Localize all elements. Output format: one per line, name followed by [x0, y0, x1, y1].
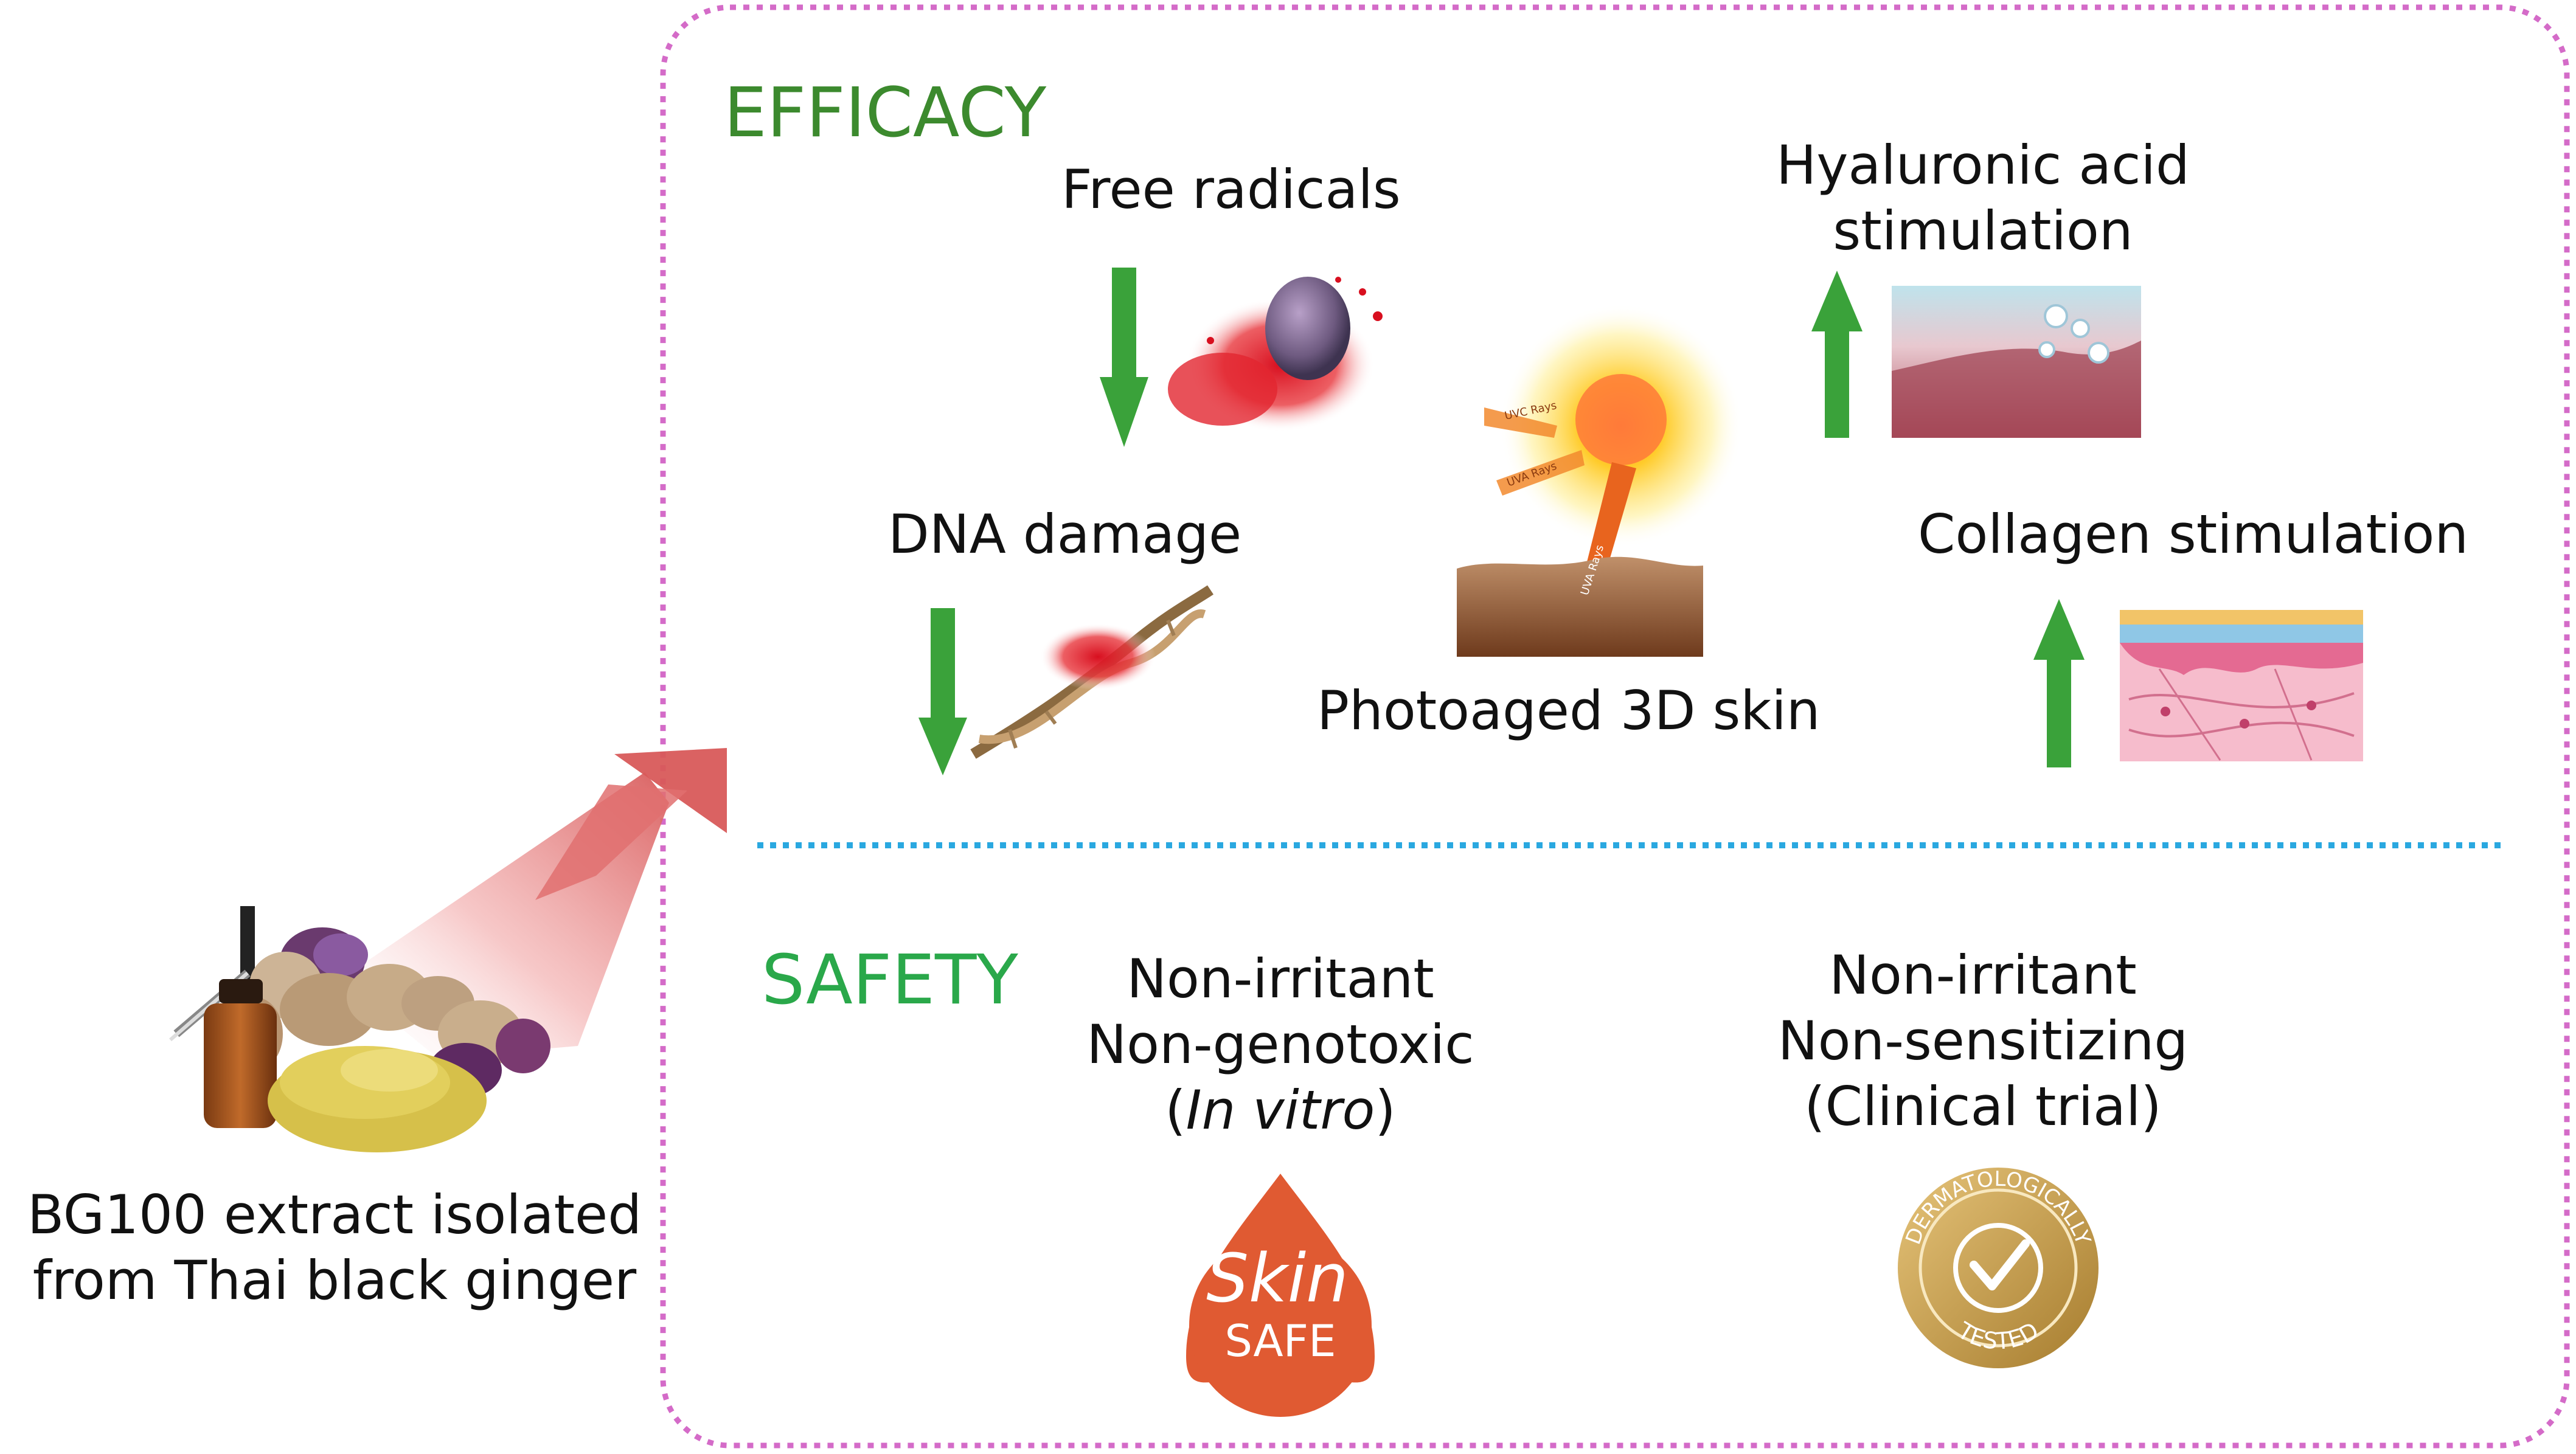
free-radicals-label: Free radicals — [1061, 158, 1401, 221]
clinical-line3: (Clinical trial) — [1804, 1075, 2162, 1138]
clinical-line2: Non-sensitizing — [1777, 1009, 2189, 1072]
skin-safe-word-skin: Skin — [1206, 1239, 1349, 1317]
dna-damage-label: DNA damage — [888, 503, 1242, 566]
skin-safe-logo: Skin SAFE — [1186, 1174, 1375, 1417]
in-vitro-line3: (In vitro) — [1077, 1078, 1484, 1143]
hyaluronic-acid-skin-image — [1892, 286, 2141, 438]
hyaluronic-label: Hyaluronic acid stimulation — [1770, 133, 2196, 264]
dna-helix-image — [970, 585, 1213, 759]
collagen-skin-image — [2120, 610, 2363, 761]
extract-caption: BG100 extract isolated from Thai black g… — [18, 1182, 651, 1314]
in-vitro-line1: Non-irritant — [1127, 947, 1434, 1010]
collagen-label: Collagen stimulation — [1918, 503, 2469, 566]
in-vitro-line2: Non-genotoxic — [1086, 1013, 1474, 1076]
safety-heading: SAFETY — [762, 941, 1018, 1020]
free-radicals-down-arrow — [1100, 268, 1148, 447]
ginger-extract-illustration — [169, 906, 550, 1152]
free-radical-cell-image — [1168, 277, 1383, 432]
efficacy-safety-frame — [660, 4, 2570, 1449]
paren-open: ( — [1165, 1079, 1186, 1141]
dermatologically-tested-seal: DERMATOLOGICALLY TESTED — [1898, 1167, 2099, 1368]
dna-damage-down-arrow — [918, 608, 967, 775]
hyaluronic-label-line2: stimulation — [1833, 199, 2133, 262]
extract-caption-line1: BG100 extract isolated — [27, 1183, 642, 1246]
hyaluronic-up-arrow — [1811, 271, 1863, 438]
photoaged-skin-label: Photoaged 3D skin — [1317, 679, 1821, 742]
dropper-bulb — [240, 906, 255, 979]
extract-caption-line2: from Thai black ginger — [32, 1249, 637, 1312]
skin-safe-word-safe: SAFE — [1224, 1315, 1336, 1366]
clinical-line1: Non-irritant — [1829, 944, 2137, 1006]
in-vitro-italic: In vitro — [1186, 1079, 1375, 1141]
hyaluronic-label-line1: Hyaluronic acid — [1776, 134, 2190, 196]
collagen-up-arrow — [2033, 599, 2085, 767]
photoaged-skin-illustration: UVC Rays UVA Rays UVA Rays — [1457, 304, 1743, 657]
efficacy-heading: EFFICACY — [724, 74, 1047, 153]
paren-close: ) — [1375, 1079, 1396, 1141]
clinical-safety-label: Non-irritant Non-sensitizing (Clinical t… — [1764, 943, 2202, 1140]
in-vitro-safety-label: Non-irritant Non-genotoxic (In vitro) — [1077, 946, 1484, 1143]
